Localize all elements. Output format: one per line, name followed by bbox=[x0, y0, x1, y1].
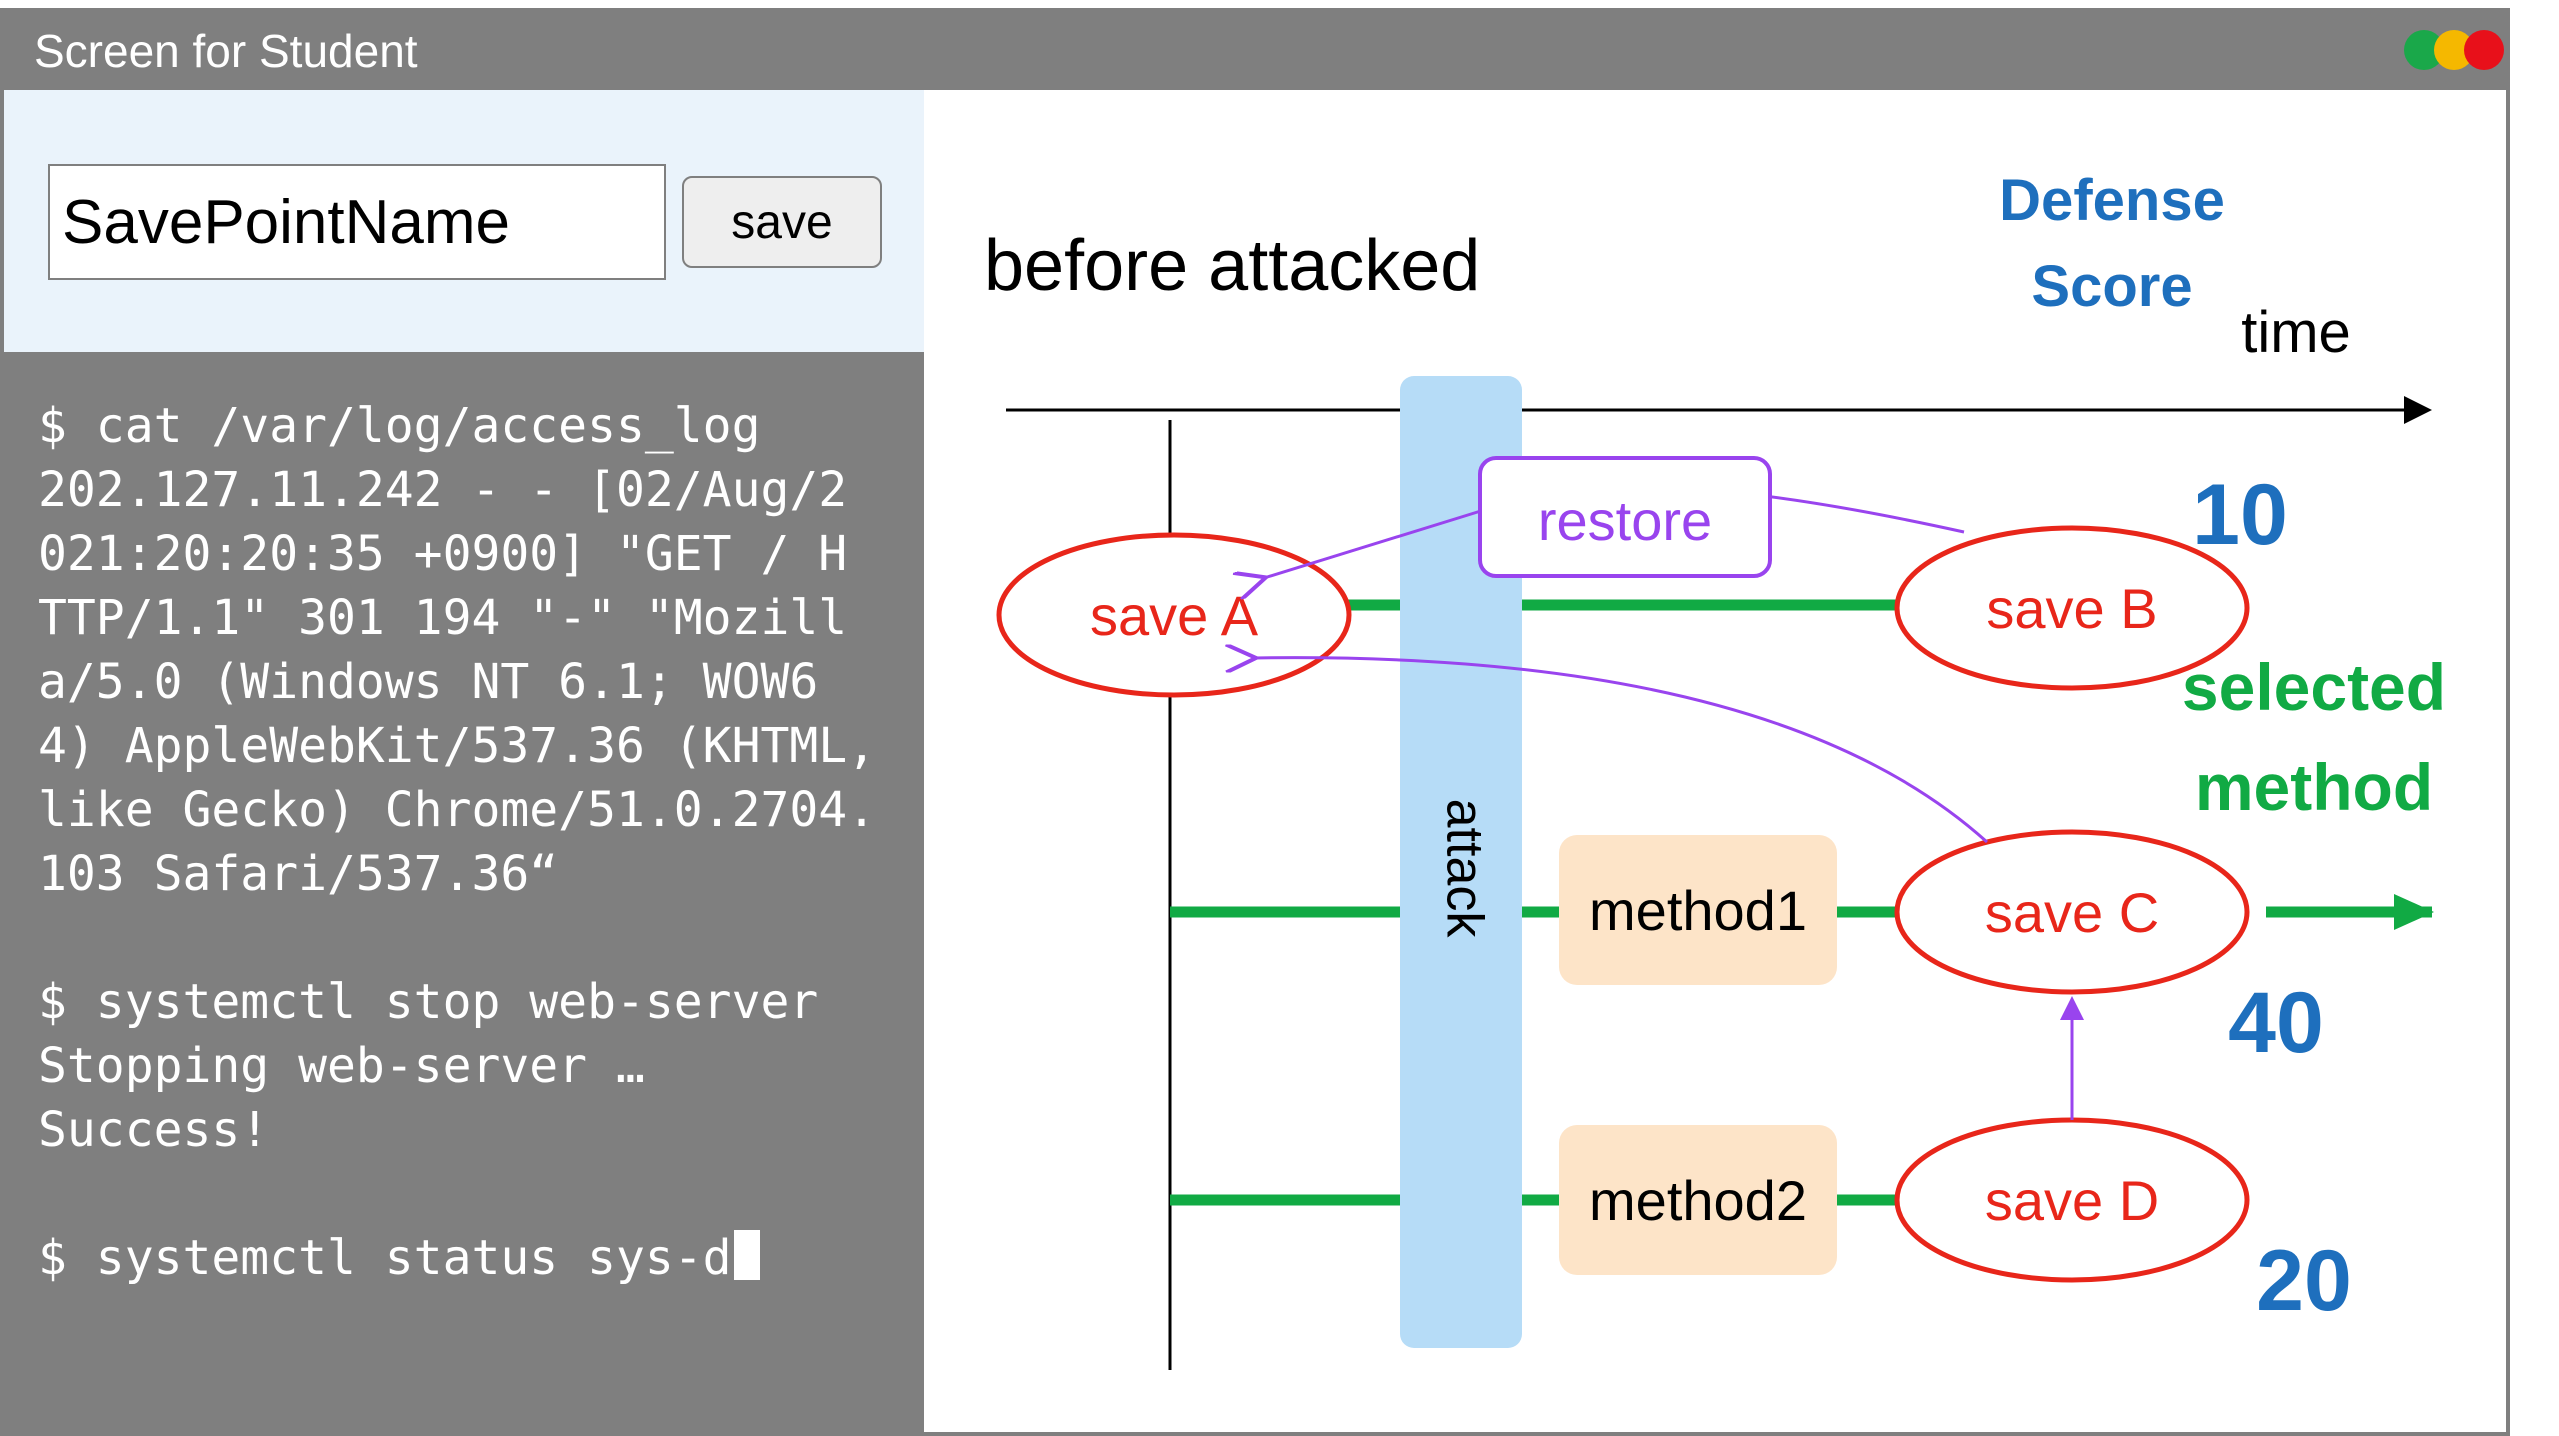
close-dot-icon[interactable] bbox=[2464, 30, 2504, 70]
window-title: Screen for Student bbox=[34, 25, 418, 77]
selected-method-label: selected bbox=[2182, 650, 2446, 724]
save-b-node bbox=[1894, 525, 2250, 691]
terminal-line: TTP/1.1" 301 194 "-" "Mozill bbox=[38, 590, 848, 646]
save-b-label: save B bbox=[1986, 577, 2157, 640]
score-save-b: 10 bbox=[2192, 467, 2288, 563]
terminal-prompt-line[interactable]: $ systemctl status sys-d bbox=[38, 1226, 924, 1290]
savepoint-panel: save bbox=[4, 90, 924, 352]
selected-method-label-line2: method bbox=[2195, 750, 2433, 824]
method2-box bbox=[1559, 1125, 1837, 1275]
defense-timeline-diagram: attack method1 method2 save A save B sav… bbox=[984, 168, 2446, 1370]
restore-arrow-save-c-to-save-a bbox=[1254, 658, 1989, 844]
save-c-label: save C bbox=[1985, 881, 2159, 944]
student-window: Screen for Student save $ cat /var/log/a… bbox=[0, 8, 2510, 1436]
restore-box bbox=[1478, 456, 1772, 578]
terminal-line: Stopping web-server … bbox=[38, 1038, 645, 1094]
method1-box bbox=[1559, 835, 1837, 985]
time-label: time bbox=[2241, 300, 2351, 365]
attack-label: attack bbox=[1435, 799, 1493, 939]
title-bar: Screen for Student bbox=[4, 12, 2506, 90]
terminal-line: 202.127.11.242 - - [02/Aug/2 bbox=[38, 462, 848, 518]
attack-band bbox=[1400, 376, 1522, 1348]
defense-score-heading: Defense bbox=[1999, 168, 2225, 233]
save-button[interactable]: save bbox=[682, 176, 882, 268]
terminal-line: like Gecko) Chrome/51.0.2704. bbox=[38, 782, 877, 838]
defense-score-heading-line2: Score bbox=[2031, 254, 2192, 319]
method1-label: method1 bbox=[1589, 879, 1807, 942]
before-attacked-label: before attacked bbox=[984, 226, 1480, 306]
text-cursor bbox=[733, 1230, 760, 1280]
terminal-line: 021:20:20:35 +0900] "GET / H bbox=[38, 526, 848, 582]
score-save-d: 20 bbox=[2256, 1233, 2352, 1329]
arrow-save-d-to-save-c-head-icon bbox=[2060, 996, 2084, 1020]
terminal-line: $ cat /var/log/access_log bbox=[38, 398, 761, 454]
save-c-node bbox=[1894, 829, 2250, 995]
restore-arrow-to-save-a bbox=[1264, 508, 1485, 578]
restore-label: restore bbox=[1538, 489, 1712, 552]
save-a-label: save A bbox=[1090, 584, 1259, 647]
terminal-line: $ systemctl stop web-server bbox=[38, 974, 819, 1030]
save-d-label: save D bbox=[1985, 1169, 2159, 1232]
terminal-blank-line bbox=[38, 906, 924, 970]
method2-label: method2 bbox=[1589, 1169, 1807, 1232]
terminal-blank-line bbox=[38, 1162, 924, 1226]
terminal-line: Success! bbox=[38, 1102, 270, 1158]
terminal-line: 4) AppleWebKit/537.36 (KHTML, bbox=[38, 718, 877, 774]
savepoint-name-input[interactable] bbox=[48, 164, 666, 280]
time-axis-arrowhead-icon bbox=[2404, 396, 2432, 424]
score-save-c: 40 bbox=[2228, 975, 2324, 1071]
terminal-line: a/5.0 (Windows NT 6.1; WOW6 bbox=[38, 654, 819, 710]
terminal-line: 103 Safari/537.36“ bbox=[38, 846, 559, 902]
terminal-command-text: $ systemctl status sys-d bbox=[38, 1230, 732, 1286]
terminal[interactable]: $ cat /var/log/access_log 202.127.11.242… bbox=[4, 352, 924, 1436]
